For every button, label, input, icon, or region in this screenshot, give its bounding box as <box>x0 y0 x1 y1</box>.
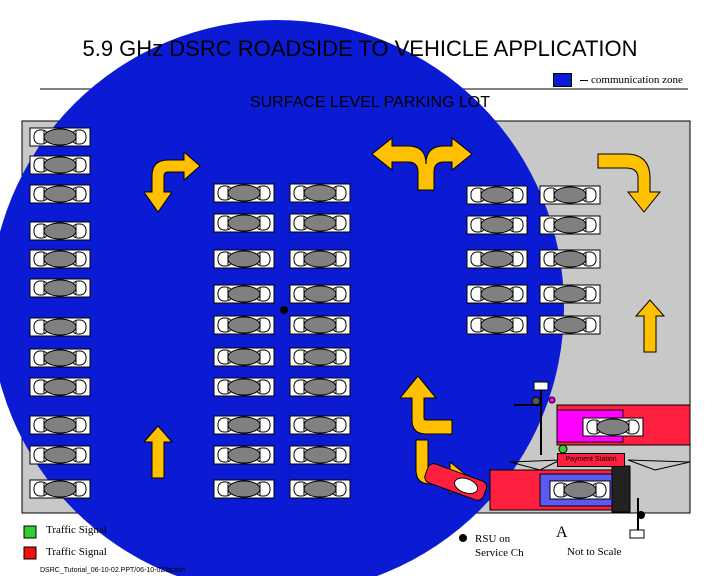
parked-car <box>466 315 528 335</box>
parked-car <box>213 347 275 367</box>
footer-filename: DSRC_Tutorial_06-10-02.PPT/06-10-02/bcas… <box>40 567 185 574</box>
parked-car <box>289 183 351 203</box>
lot-title: SURFACE LEVEL PARKING LOT <box>249 94 491 111</box>
rsu-device <box>531 396 541 406</box>
turn-arrow-top-right <box>597 153 662 213</box>
parked-car <box>539 315 601 335</box>
waiting-car <box>549 480 611 500</box>
rsu-indicator-magenta <box>548 396 556 404</box>
parked-car <box>289 249 351 269</box>
parked-car <box>289 315 351 335</box>
parked-car <box>29 278 91 298</box>
parked-car <box>29 479 91 499</box>
parked-car <box>213 315 275 335</box>
parked-car <box>466 249 528 269</box>
pole-a-base <box>629 529 645 539</box>
page-title: 5.9 GHz DSRC ROADSIDE TO VEHICLE APPLICA… <box>82 36 638 61</box>
rsu-antenna-top <box>533 381 549 391</box>
legend-zone: communication zone <box>553 73 683 87</box>
gate-left <box>509 459 561 471</box>
payment-station-label: Payment Station <box>557 453 625 467</box>
parked-car <box>539 249 601 269</box>
legend-green-signal-icon <box>23 525 37 539</box>
parked-car <box>29 221 91 241</box>
parked-car <box>289 213 351 233</box>
highlighted-car <box>582 417 644 437</box>
legend-rsu-icon <box>459 534 467 542</box>
turn-arrow-lower-center <box>398 375 453 435</box>
rsu-a <box>637 511 645 519</box>
parked-car <box>539 215 601 235</box>
parked-car <box>289 284 351 304</box>
parked-car <box>289 377 351 397</box>
parked-car <box>213 445 275 465</box>
parked-car <box>213 213 275 233</box>
scale-note: Not to Scale <box>567 546 622 558</box>
gate-right <box>627 459 691 471</box>
parked-car <box>466 185 528 205</box>
rsu-zone-center <box>280 306 288 314</box>
parked-car <box>213 183 275 203</box>
fork-arrow-top-center <box>371 136 473 191</box>
legend-rsu-label-line1: RSU on <box>475 533 511 545</box>
parked-car <box>289 415 351 435</box>
legend-zone-label: communication zone <box>591 74 683 86</box>
signal-green-booth <box>558 444 568 454</box>
parked-car <box>29 377 91 397</box>
parked-car <box>29 317 91 337</box>
parked-car <box>466 215 528 235</box>
parked-car <box>29 415 91 435</box>
red-car-angled <box>424 463 488 501</box>
parked-car <box>29 184 91 204</box>
turn-arrow-top-left <box>143 150 201 213</box>
parked-car <box>213 479 275 499</box>
parked-car <box>29 348 91 368</box>
parked-car <box>466 284 528 304</box>
parked-car <box>289 347 351 367</box>
marker-a: A <box>556 524 568 541</box>
parked-car <box>289 479 351 499</box>
parked-car <box>29 445 91 465</box>
legend-red-signal-label: Traffic Signal <box>46 546 107 558</box>
legend-green-signal-label: Traffic Signal <box>46 524 107 536</box>
parked-car <box>213 284 275 304</box>
parked-car <box>213 415 275 435</box>
parked-car <box>29 155 91 175</box>
parked-car <box>213 249 275 269</box>
legend-rsu-label-line2: Service Ch <box>475 547 524 559</box>
legend-red-signal-icon <box>23 546 37 560</box>
booth-column <box>611 465 631 513</box>
parked-car <box>539 284 601 304</box>
parked-car <box>539 185 601 205</box>
legend-zone-swatch <box>553 73 572 87</box>
parked-car <box>213 377 275 397</box>
parked-car <box>29 249 91 269</box>
legend-zone-dash <box>580 79 588 81</box>
parked-car <box>289 445 351 465</box>
parked-car <box>29 127 91 147</box>
